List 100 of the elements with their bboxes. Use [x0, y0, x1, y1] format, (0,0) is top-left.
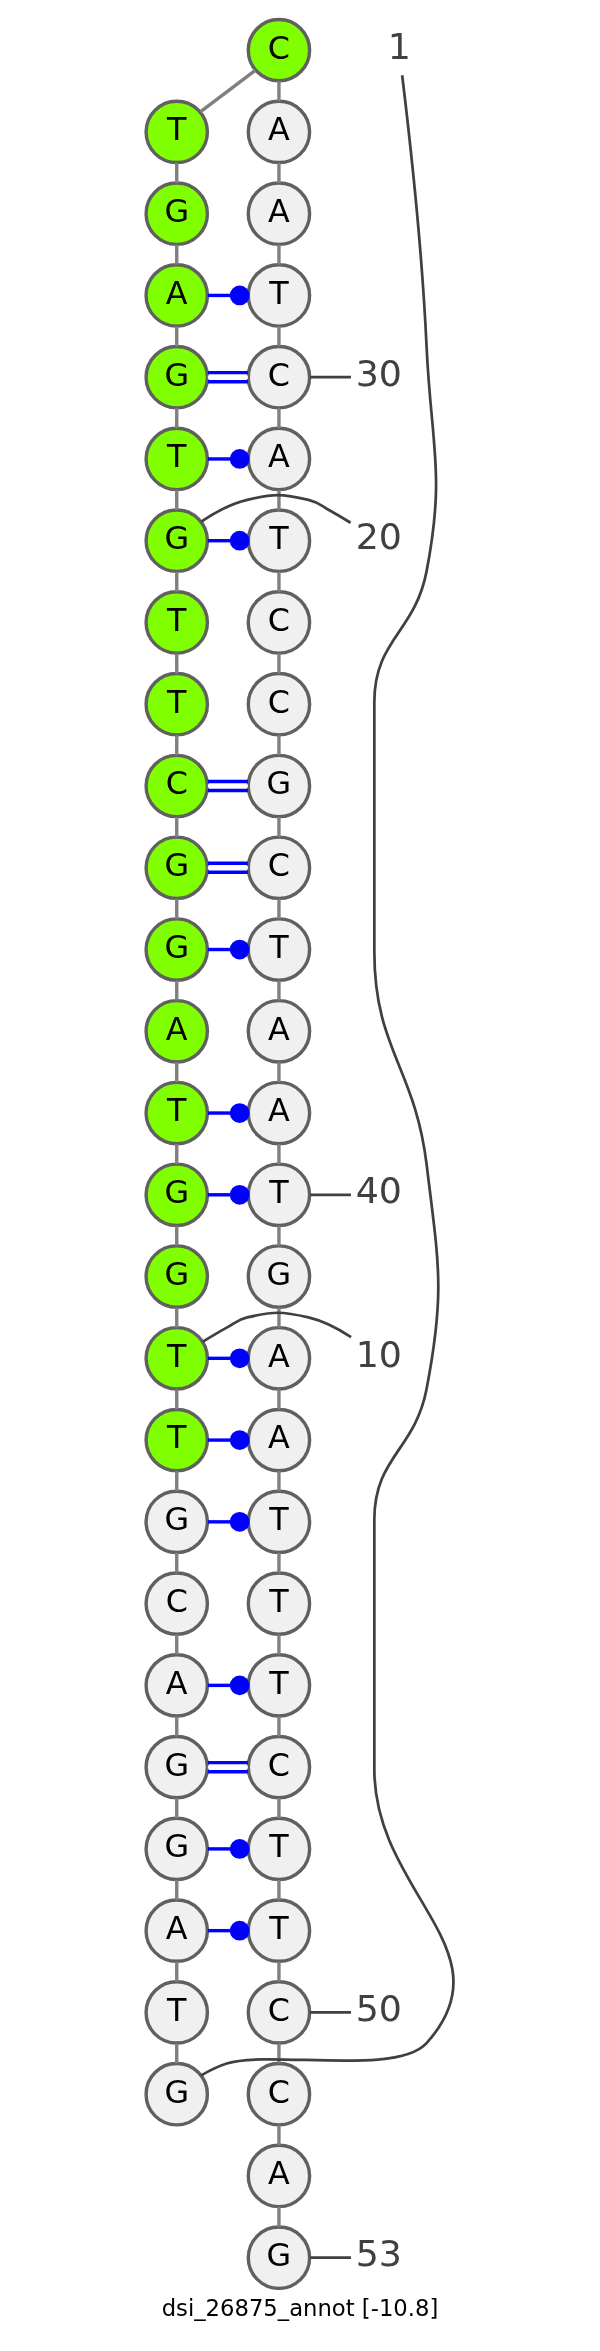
- connector: [175, 1716, 179, 1737]
- connector: [207, 1103, 250, 1123]
- node-circle: G: [144, 344, 210, 410]
- node-circle: T: [246, 1571, 312, 1636]
- connector: [277, 2206, 281, 2227]
- connector: [207, 779, 248, 793]
- node-circle: T: [144, 1080, 210, 1146]
- node-circle: G: [144, 508, 210, 574]
- node-circle: T: [246, 1489, 312, 1555]
- connector: [277, 326, 281, 347]
- node-circle: G: [144, 917, 210, 982]
- connector: [175, 980, 179, 1001]
- connector: [175, 1144, 179, 1164]
- node-circle: T: [246, 1898, 312, 1964]
- connector: [200, 75, 454, 2077]
- node-text: 20: [355, 515, 402, 559]
- connector: [310, 1193, 351, 1197]
- node-circle: G: [144, 1244, 210, 1309]
- node-text: 53: [355, 2232, 402, 2276]
- node-circle: A: [246, 1080, 312, 1146]
- node-circle: T: [246, 1653, 312, 1718]
- connector: [207, 530, 250, 551]
- connector: [207, 370, 248, 384]
- connector: [277, 1716, 281, 1737]
- caption: dsi_26875_annot [-10.8]: [161, 2294, 439, 2321]
- connector: [277, 571, 281, 592]
- connector: [175, 1961, 179, 1982]
- connector: [175, 1634, 179, 1655]
- node-circle: T: [144, 590, 210, 655]
- connector: [277, 980, 281, 1001]
- connector: [277, 408, 281, 429]
- node-circle: A: [246, 998, 312, 1064]
- node-circle: G: [246, 1244, 312, 1309]
- node-circle: G: [246, 2225, 312, 2291]
- node-circle: A: [144, 998, 210, 1064]
- connector: [175, 1552, 179, 1573]
- node-circle: A: [246, 1407, 312, 1473]
- node-circle: C: [246, 344, 312, 410]
- node-circle: A: [144, 263, 210, 328]
- connector: [175, 1879, 179, 1900]
- node-text: 50: [355, 1987, 402, 2031]
- connector: [175, 1798, 179, 1819]
- connector: [277, 1879, 281, 1900]
- node-text: 1: [387, 24, 411, 68]
- connector: [277, 735, 281, 756]
- connector: [175, 1389, 179, 1410]
- connector: [277, 2043, 281, 2064]
- connector: [277, 1062, 281, 1083]
- node-circle: G: [144, 1489, 210, 1555]
- connector: [200, 493, 352, 524]
- connector: [277, 1471, 281, 1492]
- node-circle: G: [144, 1816, 210, 1882]
- node-circle: G: [144, 181, 210, 247]
- node-circle: G: [144, 2061, 210, 2127]
- node-circle: G: [144, 1734, 210, 1800]
- node-circle: T: [144, 426, 210, 492]
- node-circle: G: [144, 835, 210, 901]
- node-circle: C: [246, 835, 312, 901]
- node-circle: T: [246, 1162, 312, 1228]
- node-circle: C: [246, 671, 312, 737]
- node-circle: C: [246, 590, 312, 655]
- node-circle: A: [246, 2143, 312, 2209]
- connector: [207, 1348, 250, 1369]
- node-circle: T: [144, 1407, 210, 1473]
- connector: [277, 244, 281, 265]
- connector: [277, 898, 281, 919]
- node-circle: G: [144, 1162, 210, 1228]
- connector: [310, 375, 351, 379]
- connector: [207, 861, 248, 874]
- connector: [207, 1511, 250, 1532]
- connector: [202, 1311, 352, 1343]
- connector: [207, 285, 250, 306]
- connector: [277, 1225, 281, 1246]
- connector: [277, 1798, 281, 1819]
- node-text: 30: [355, 351, 402, 395]
- connector: [310, 2011, 351, 2014]
- connector: [199, 68, 257, 114]
- connector: [175, 1062, 179, 1083]
- connector: [277, 1634, 281, 1655]
- node-circle: C: [246, 1980, 312, 2045]
- node-text: 10: [355, 1332, 402, 1376]
- node-circle: A: [246, 99, 312, 165]
- node-circle: T: [144, 99, 210, 165]
- connector: [207, 1760, 248, 1774]
- connector: [175, 898, 179, 919]
- connector: [207, 1675, 250, 1696]
- node-circle: C: [246, 1734, 312, 1800]
- node-circle: A: [246, 181, 312, 247]
- connector: [175, 1225, 179, 1246]
- connector: [175, 244, 179, 265]
- connector: [310, 2256, 351, 2260]
- connector: [277, 162, 281, 183]
- connector: [175, 571, 179, 592]
- node-circle: A: [144, 1898, 210, 1964]
- node-circle: T: [144, 1980, 210, 2045]
- connector: [175, 817, 179, 837]
- connector: [277, 1144, 281, 1164]
- connector: [277, 1307, 281, 1328]
- node-circle: T: [246, 508, 312, 574]
- connector: [175, 1307, 179, 1328]
